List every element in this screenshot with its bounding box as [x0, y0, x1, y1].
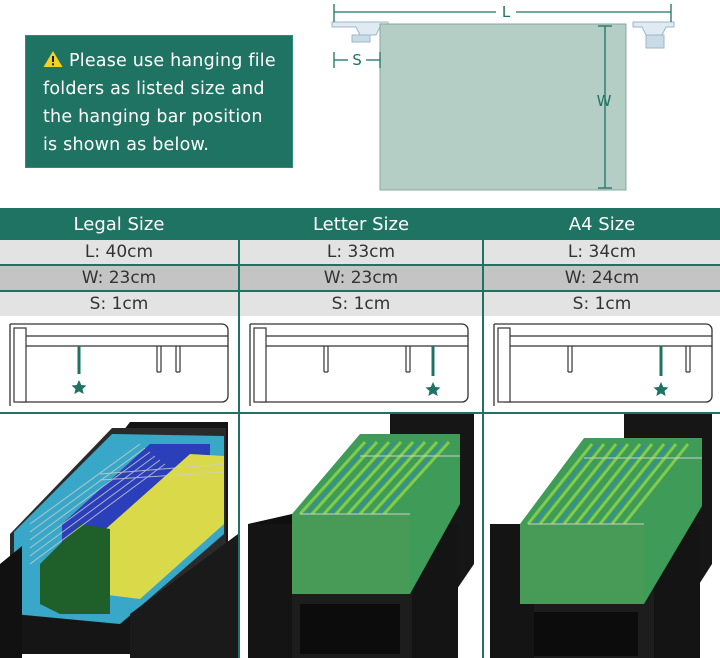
- size-header: Letter Size: [312, 214, 410, 235]
- length-cell: L: 40cm: [0, 240, 238, 264]
- bar-position-sketch: [484, 316, 720, 412]
- bar-position-sketch: [0, 316, 238, 412]
- width-cell: W: 24cm: [484, 266, 720, 290]
- size-column-letter: Letter Size L: 33cm W: 23cm S: 1cm: [240, 208, 482, 658]
- bar-position-sketch: [240, 316, 482, 412]
- folder-diagram: L W S: [328, 0, 720, 200]
- spacing-cell: S: 1cm: [484, 292, 720, 316]
- width-cell: W: 23cm: [0, 266, 238, 290]
- size-header: A4 Size: [568, 214, 636, 235]
- hanging-folder-shape: [379, 23, 627, 191]
- width-label: W: [597, 92, 612, 110]
- warning-icon: [43, 51, 63, 67]
- spacing-cell: S: 1cm: [240, 292, 482, 316]
- notice-box: Please use hanging file folders as liste…: [25, 35, 293, 168]
- star-icon: [71, 380, 87, 394]
- length-label: L: [502, 3, 511, 21]
- star-icon: [653, 382, 669, 396]
- spacing-label: S: [352, 51, 362, 69]
- length-cell: L: 33cm: [240, 240, 482, 264]
- notice-text: Please use hanging file folders as liste…: [43, 51, 276, 155]
- drawer-photo-a4: [484, 414, 720, 658]
- drawer-photo-legal: [0, 414, 238, 658]
- width-cell: W: 23cm: [240, 266, 482, 290]
- length-cell: L: 34cm: [484, 240, 720, 264]
- size-header: Legal Size: [73, 214, 165, 235]
- size-table: Legal Size L: 40cm W: 23cm S: 1cm: [0, 208, 720, 658]
- size-column-a4: A4 Size L: 34cm W: 24cm S: 1cm: [484, 208, 720, 658]
- star-icon: [425, 382, 441, 396]
- drawer-photo-letter: [240, 414, 482, 658]
- size-column-legal: Legal Size L: 40cm W: 23cm S: 1cm: [0, 208, 238, 658]
- spacing-cell: S: 1cm: [0, 292, 238, 316]
